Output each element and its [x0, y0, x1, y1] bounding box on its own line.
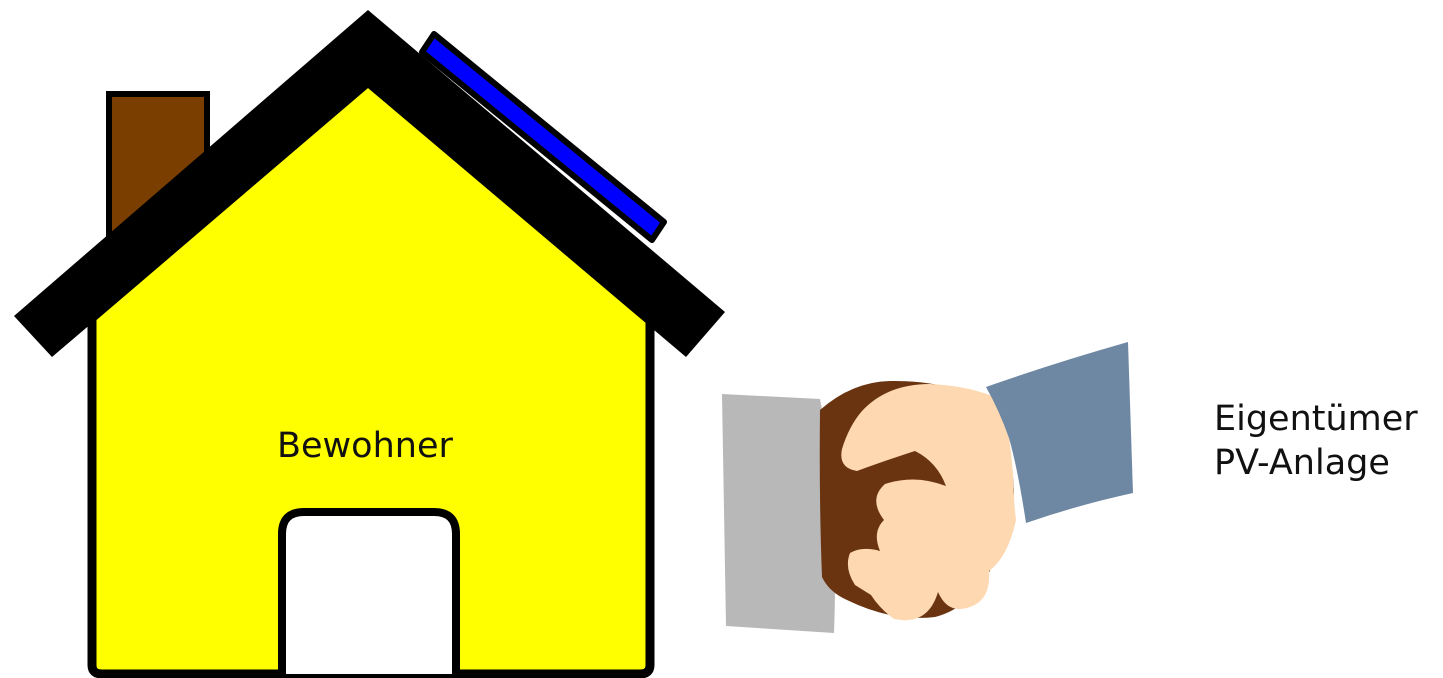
owner-label: Eigentümer PV-Anlage — [1214, 397, 1418, 485]
owner-label-line-2: PV-Anlage — [1214, 441, 1418, 485]
left-sleeve — [722, 394, 835, 633]
handshake-icon — [722, 342, 1133, 633]
resident-label: Bewohner — [277, 424, 453, 468]
door-icon — [282, 512, 456, 678]
owner-label-line-1: Eigentümer — [1214, 397, 1418, 441]
house-icon — [14, 10, 725, 678]
